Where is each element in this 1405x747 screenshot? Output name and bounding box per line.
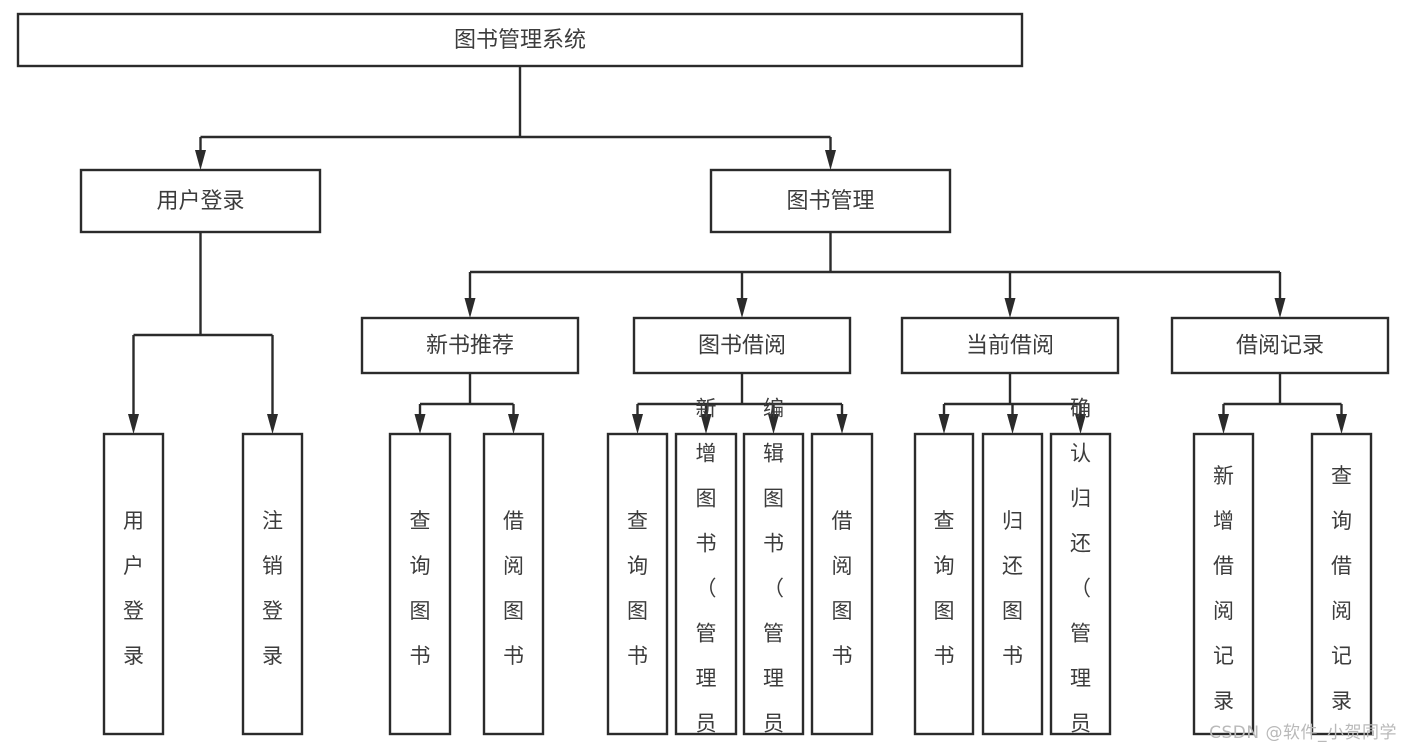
node-box[interactable] (674, 432, 738, 736)
arrow-head-icon (195, 150, 206, 170)
arrow-head-icon (632, 414, 643, 434)
node-box[interactable] (102, 432, 165, 736)
node-new-book-recommend[interactable]: 新书推荐 (360, 316, 580, 375)
node-box[interactable] (1310, 432, 1373, 736)
connector-group-book-manage (464, 232, 1286, 318)
node-book-borrow[interactable]: 图书借阅 (632, 316, 852, 375)
node-root[interactable]: 图书管理系统 (16, 12, 1024, 68)
node-box[interactable] (913, 432, 975, 736)
connector-group-root (195, 66, 836, 170)
node-leaf-add-record[interactable]: 新增借阅记录 (1192, 432, 1255, 736)
node-label: 查询图书 (410, 509, 431, 668)
arrow-head-icon (1274, 298, 1286, 318)
node-label: 归还图书 (1002, 509, 1023, 668)
arrow-head-icon (836, 414, 848, 434)
node-box[interactable] (1049, 432, 1112, 736)
node-label: 查询借阅记录 (1331, 464, 1352, 713)
node-box[interactable] (241, 432, 304, 736)
node-label: 借阅图书 (832, 509, 853, 668)
node-label: 借阅图书 (503, 509, 524, 668)
arrow-head-icon (464, 298, 476, 318)
node-leaf-query-book-1[interactable]: 查询图书 (388, 432, 452, 736)
node-label: 新书推荐 (426, 334, 514, 359)
node-label: 用户登录 (123, 509, 144, 668)
connector-group-new-book-recommend (414, 373, 519, 434)
node-label: 查询图书 (627, 509, 648, 668)
node-box[interactable] (16, 12, 1024, 68)
node-leaf-borrow-book-1[interactable]: 借阅图书 (482, 432, 545, 736)
arrow-head-icon (414, 414, 426, 434)
node-leaf-logout[interactable]: 注销登录 (241, 432, 304, 736)
node-book-manage[interactable]: 图书管理 (709, 168, 952, 234)
node-borrow-record[interactable]: 借阅记录 (1170, 316, 1390, 375)
node-leaf-add-book[interactable]: 新增图书（管理员） (674, 397, 738, 747)
node-box[interactable] (1192, 432, 1255, 736)
node-leaf-return-book[interactable]: 归还图书 (981, 432, 1044, 736)
arrow-head-icon (938, 414, 950, 434)
node-box[interactable] (388, 432, 452, 736)
node-label: 编辑图书（管理员） (763, 397, 784, 747)
node-current-borrow[interactable]: 当前借阅 (900, 316, 1120, 375)
arrow-head-icon (1336, 414, 1347, 434)
node-label: 确认归还（管理员） (1070, 397, 1091, 747)
connector-group-borrow-record (1218, 373, 1347, 434)
nodes-layer: 图书管理系统用户登录图书管理新书推荐图书借阅当前借阅借阅记录用户登录注销登录查询… (16, 12, 1390, 747)
node-leaf-query-book-2[interactable]: 查询图书 (606, 432, 669, 736)
node-box[interactable] (742, 432, 805, 736)
connector-group-book-borrow (632, 373, 848, 434)
arrow-head-icon (1218, 414, 1229, 434)
node-label: 借阅记录 (1236, 334, 1324, 359)
arrow-head-icon (825, 150, 836, 170)
node-label: 注销登录 (262, 509, 283, 668)
connector-group-user-login (128, 232, 278, 434)
node-label: 图书管理系统 (454, 28, 586, 53)
arrow-head-icon (700, 414, 712, 434)
arrow-head-icon (1007, 414, 1018, 434)
node-user-login[interactable]: 用户登录 (79, 168, 322, 234)
arrow-head-icon (736, 298, 748, 318)
node-leaf-user-login[interactable]: 用户登录 (102, 432, 165, 736)
node-box[interactable] (360, 316, 580, 375)
arrow-head-icon (1075, 414, 1086, 434)
node-box[interactable] (810, 432, 874, 736)
node-label: 当前借阅 (966, 334, 1054, 359)
node-leaf-query-book-3[interactable]: 查询图书 (913, 432, 975, 736)
node-leaf-borrow-book-2[interactable]: 借阅图书 (810, 432, 874, 736)
arrow-head-icon (1004, 298, 1016, 318)
node-box[interactable] (709, 168, 952, 234)
node-box[interactable] (900, 316, 1120, 375)
node-leaf-query-record[interactable]: 查询借阅记录 (1310, 432, 1373, 736)
connector-group-current-borrow (938, 373, 1086, 434)
node-label: 图书借阅 (698, 334, 786, 359)
node-box[interactable] (606, 432, 669, 736)
node-label: 查询图书 (934, 509, 955, 668)
node-box[interactable] (632, 316, 852, 375)
node-box[interactable] (482, 432, 545, 736)
node-box[interactable] (981, 432, 1044, 736)
node-label: 用户登录 (156, 189, 244, 214)
arrow-head-icon (768, 414, 779, 434)
node-box[interactable] (1170, 316, 1390, 375)
arrow-head-icon (508, 414, 519, 434)
node-box[interactable] (79, 168, 322, 234)
arrow-head-icon (128, 414, 139, 434)
node-leaf-confirm-return[interactable]: 确认归还（管理员） (1049, 397, 1112, 747)
connectors-layer (128, 66, 1347, 434)
arrow-head-icon (267, 414, 278, 434)
node-label: 新增图书（管理员） (696, 397, 717, 747)
node-label: 图书管理 (786, 189, 874, 214)
node-leaf-edit-book[interactable]: 编辑图书（管理员） (742, 397, 805, 747)
node-label: 新增借阅记录 (1213, 464, 1234, 713)
